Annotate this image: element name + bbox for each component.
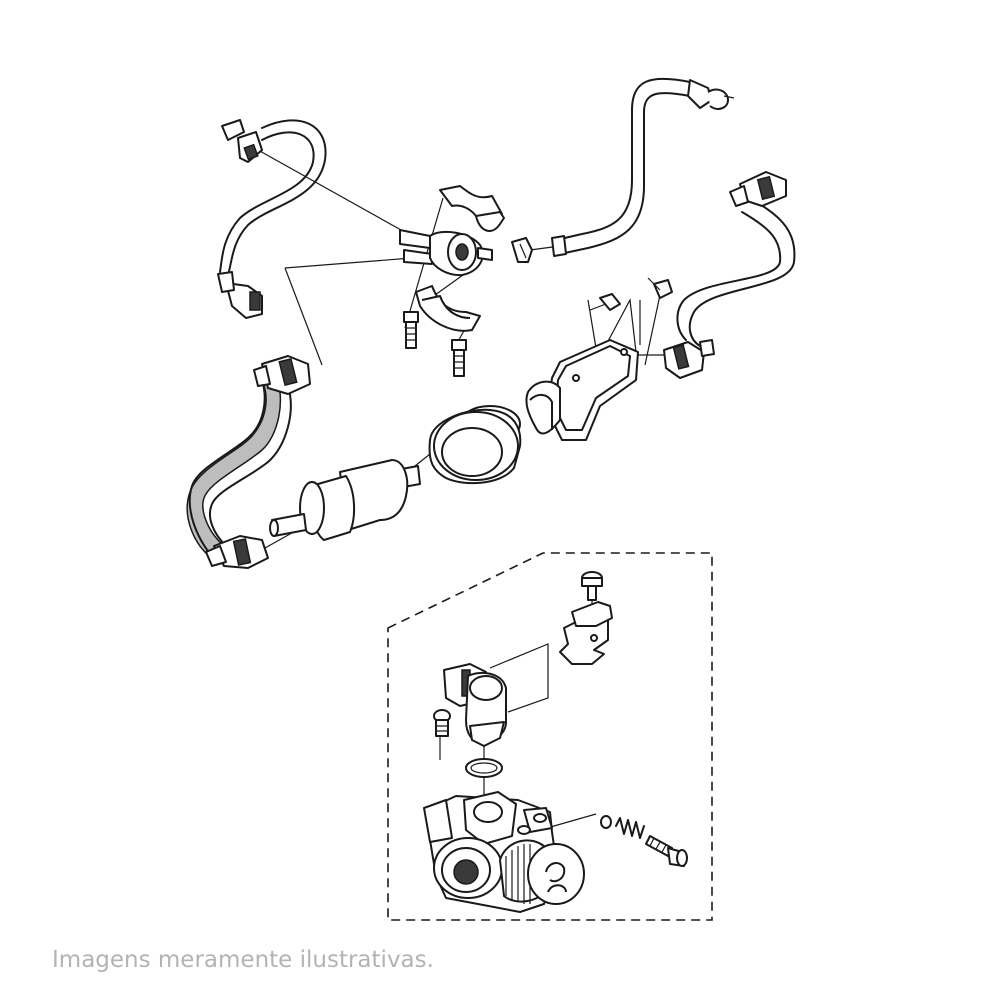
hose-connector xyxy=(205,535,269,569)
throttle-body xyxy=(423,791,585,913)
hose-connector xyxy=(221,119,263,163)
fuel-filter xyxy=(269,459,421,541)
hose-connector xyxy=(253,355,311,395)
bolt xyxy=(647,277,673,299)
fuel-pump xyxy=(399,229,493,277)
o-ring xyxy=(465,758,503,778)
filter-sleeve xyxy=(428,405,522,485)
bolt xyxy=(589,293,621,311)
spring xyxy=(615,817,645,839)
bolt xyxy=(403,311,419,349)
hose-clip xyxy=(687,79,735,110)
throttle-position-sensor xyxy=(443,663,507,747)
detail-frame xyxy=(387,552,713,921)
hose-connector xyxy=(729,171,787,207)
hose-clip xyxy=(511,237,533,263)
pump-clamp xyxy=(415,285,481,332)
disclaimer-caption: Imagens meramente ilustrativas. xyxy=(52,947,434,973)
fuel-hose-left xyxy=(186,375,292,562)
hose-connector xyxy=(663,339,715,379)
fuel-hose-right xyxy=(676,197,796,347)
screw xyxy=(433,709,451,737)
fuel-hose-upper-left xyxy=(219,119,327,276)
screw xyxy=(581,571,603,601)
bracket xyxy=(559,601,613,665)
fuel-hose-upper-right xyxy=(551,77,691,257)
bolt xyxy=(451,339,467,377)
pump-clamp xyxy=(439,185,505,232)
hose-connector xyxy=(217,271,263,319)
filter-bracket xyxy=(525,339,639,441)
idle-adjust-screw xyxy=(645,835,688,867)
washer xyxy=(600,815,612,829)
